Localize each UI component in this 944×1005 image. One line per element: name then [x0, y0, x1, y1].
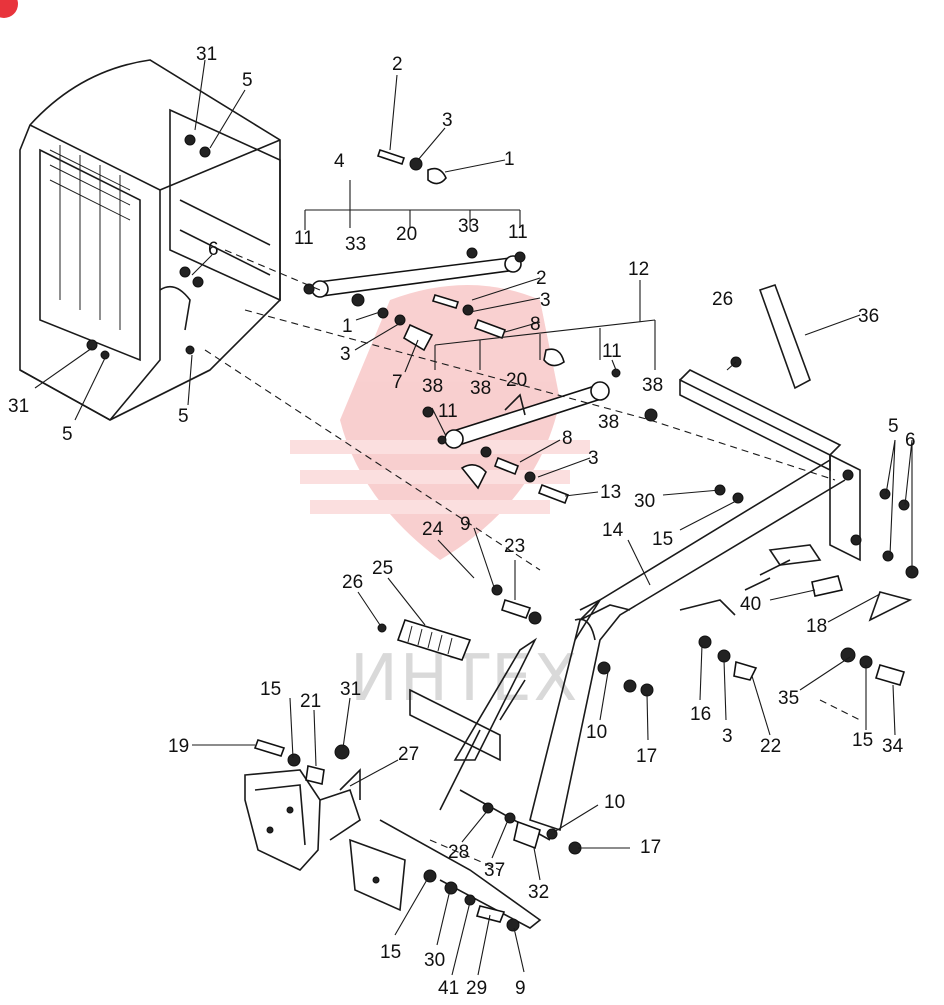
callout-label: 38: [642, 375, 663, 396]
callout-label: 11: [294, 228, 314, 249]
callout-label: 30: [424, 950, 445, 971]
callout-label: 21: [300, 691, 321, 712]
callout-label: 40: [740, 594, 761, 615]
callout-label: 5: [888, 416, 899, 437]
callout-label: 33: [345, 234, 366, 255]
callout-label: 33: [458, 216, 479, 237]
lower-frame: [379, 464, 906, 932]
callout-label: 9: [515, 978, 526, 999]
callout-label: 11: [602, 341, 622, 362]
callout-label: 15: [652, 529, 673, 550]
callout-label: 3: [442, 110, 453, 131]
callout-label: 11: [438, 401, 458, 422]
main-lift-arm: [529, 283, 919, 832]
callout-label: 26: [712, 289, 733, 310]
leader-lines: [34, 59, 913, 976]
callout-label: 11: [508, 222, 528, 243]
callout-label: 6: [208, 239, 219, 260]
callout-label: 8: [562, 428, 573, 449]
callout-label: 13: [600, 482, 621, 503]
callout-label: 17: [636, 746, 657, 767]
callout-label: 10: [586, 722, 607, 743]
callout-label: 5: [242, 70, 253, 91]
callout-label: 6: [905, 430, 916, 451]
callout-label: 8: [530, 314, 541, 335]
callout-label: 4: [334, 151, 345, 172]
callout-label: 19: [168, 736, 189, 757]
callout-label: 32: [528, 882, 549, 903]
callout-label: 26: [342, 572, 363, 593]
callout-label: 27: [398, 744, 419, 765]
callout-label: 3: [540, 290, 551, 311]
callout-label: 38: [470, 378, 491, 399]
callout-label: 3: [722, 726, 733, 747]
callout-label: 16: [690, 704, 711, 725]
callout-label: 5: [178, 406, 189, 427]
callout-label: 29: [466, 978, 487, 999]
step-plate: [377, 619, 472, 661]
callout-label: 5: [62, 424, 73, 445]
callout-label: 15: [260, 679, 281, 700]
corner-badge-icon: [0, 0, 18, 18]
callout-label: 41: [438, 978, 459, 999]
callout-label: 36: [858, 306, 879, 327]
callout-label: 15: [852, 730, 873, 751]
callout-label: 31: [8, 396, 29, 417]
alignment-lines: [204, 249, 861, 871]
callout-label: 37: [484, 860, 505, 881]
callout-label: 3: [588, 448, 599, 469]
callout-label: 34: [882, 736, 904, 757]
callout-label: 18: [806, 616, 827, 637]
side-bracket: [244, 739, 406, 912]
cab-frame: [19, 59, 281, 421]
hardware-parts: [303, 148, 744, 505]
callout-label: 28: [448, 842, 469, 863]
watermark-logo: [290, 285, 590, 560]
callout-label: 38: [422, 376, 443, 397]
callout-label: 20: [506, 370, 527, 391]
callout-label: 20: [396, 224, 417, 245]
callout-label: 7: [392, 372, 403, 393]
callout-labels: 31 5 31 5 5 6 2 3 1 4 33 20 33 11 11 1 3…: [8, 44, 916, 999]
callout-label: 1: [342, 316, 353, 337]
callout-label: 24: [422, 519, 444, 540]
callout-label: 30: [634, 491, 655, 512]
callout-label: 12: [628, 259, 649, 280]
callout-label: 10: [604, 792, 625, 813]
callout-label: 1: [504, 149, 515, 170]
callout-label: 38: [598, 412, 619, 433]
callout-label: 25: [372, 558, 393, 579]
callout-label: 14: [602, 520, 624, 541]
callout-label: 22: [760, 736, 781, 757]
callout-label: 31: [196, 44, 217, 65]
callout-label: 2: [392, 54, 403, 75]
callout-label: 35: [778, 688, 799, 709]
callout-label: 15: [380, 942, 401, 963]
callout-brackets: [304, 180, 656, 370]
callout-label: 17: [640, 837, 661, 858]
callout-label: 23: [504, 536, 525, 557]
callout-label: 9: [460, 514, 471, 535]
callout-label: 2: [536, 268, 547, 289]
callout-label: 31: [340, 679, 361, 700]
callout-label: 3: [340, 344, 351, 365]
